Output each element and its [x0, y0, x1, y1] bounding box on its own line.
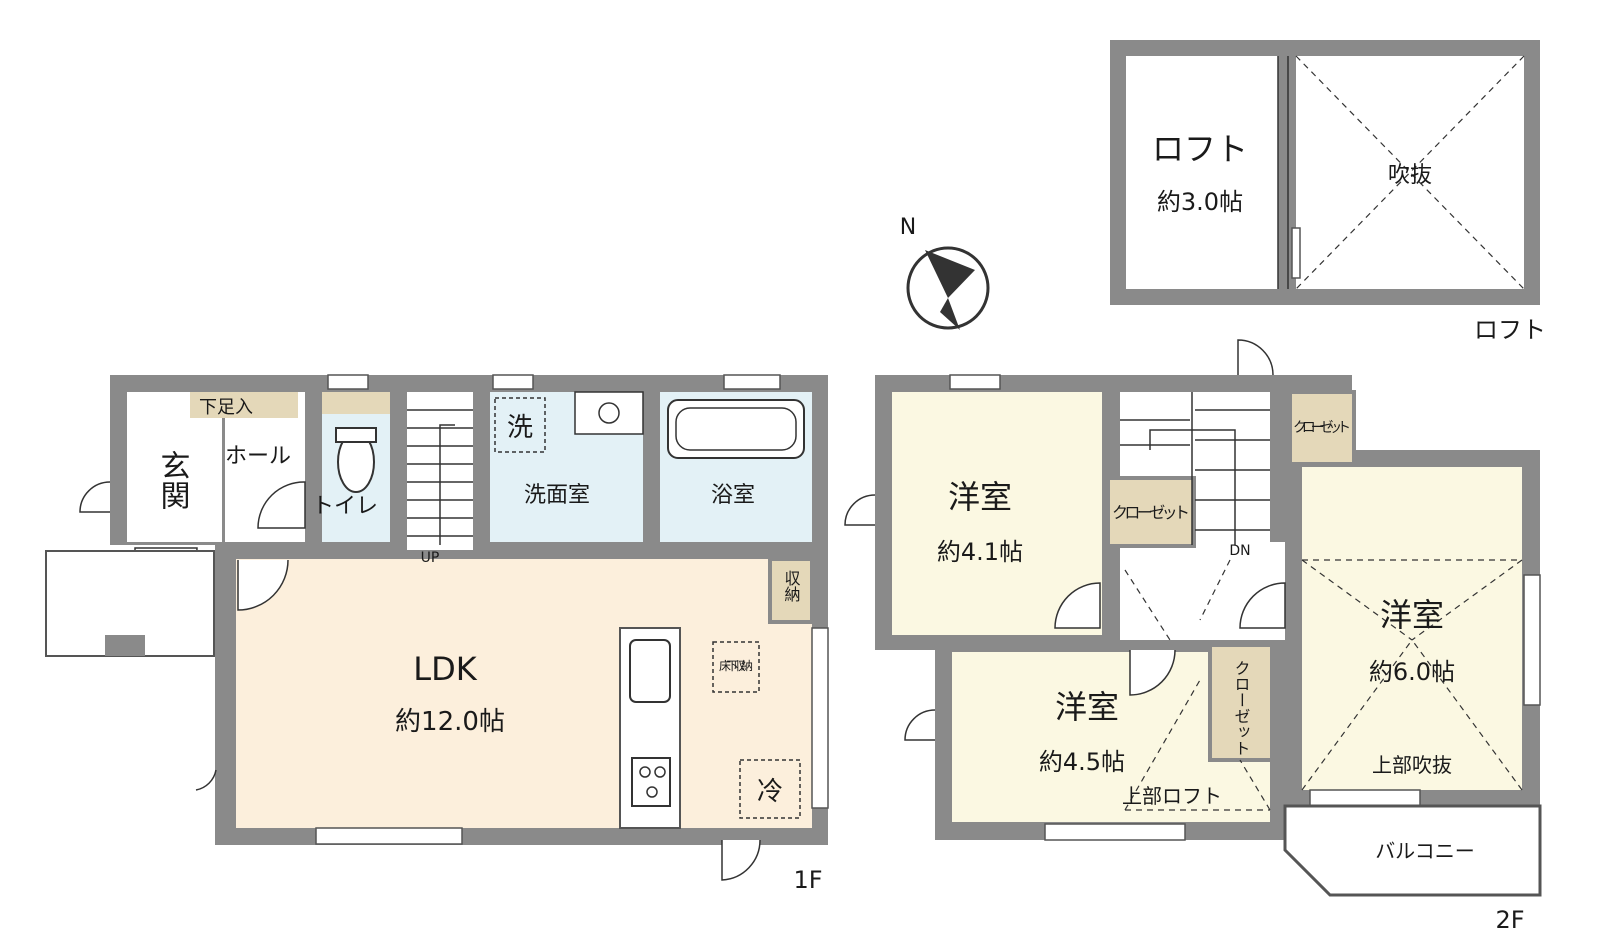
fridge-label: 冷 — [757, 777, 783, 807]
wash-basin — [574, 391, 644, 435]
underfloor-storage-box — [712, 641, 760, 693]
room-c-area-label: 約4.5帖 — [1039, 748, 1125, 776]
stairs-1f — [407, 409, 473, 545]
north-compass-icon — [906, 246, 990, 330]
kitchen-sink — [629, 639, 671, 703]
doors-2f — [844, 339, 1286, 741]
underfloor-storage-label: 床下収納 — [719, 659, 753, 673]
room-a-floor — [892, 392, 1102, 635]
balcony — [1283, 804, 1542, 897]
ldk-label: LDK — [413, 650, 477, 688]
balcony-label: バルコニー — [1375, 839, 1475, 863]
closet-top-label: クローゼット — [1293, 420, 1351, 436]
floor-loft — [1110, 40, 1540, 305]
floor-2f — [844, 339, 1542, 897]
bathtub — [667, 399, 805, 459]
closet-top-box — [1288, 390, 1356, 466]
toilet-tank — [322, 392, 390, 414]
room-b-area-label: 約6.0帖 — [1369, 658, 1455, 686]
washer-box — [494, 397, 546, 453]
ldk-storage-label: 収納 — [782, 570, 801, 603]
upper-loft-label: 上部ロフト — [1122, 784, 1222, 808]
toilet-label: トイレ — [312, 494, 378, 519]
room-c-label: 洋室 — [1055, 688, 1119, 726]
floor-1f-label: 1F — [793, 866, 822, 894]
washroom-label: 洗面室 — [524, 483, 590, 508]
floor-1f — [45, 374, 829, 881]
room-b-label: 洋室 — [1380, 596, 1444, 634]
void-floor — [1296, 56, 1524, 289]
closet-c-label: クローゼット — [1232, 660, 1251, 756]
loft-floor — [1126, 56, 1278, 289]
kitchen-stove — [631, 757, 671, 807]
room-b-floor — [1302, 467, 1522, 790]
room-a-area-label: 約4.1帖 — [937, 538, 1023, 566]
washer-label: 洗 — [507, 413, 533, 443]
floor-2f-label: 2F — [1495, 906, 1524, 934]
fridge-box — [739, 759, 801, 819]
shoe-storage-box — [190, 392, 298, 418]
stairs-up-label: UP — [421, 550, 440, 566]
windows-1f — [315, 374, 829, 845]
closet-a-box — [1106, 476, 1196, 548]
hall-label: ホール — [225, 444, 291, 469]
floor-loft-label: ロフト — [1474, 316, 1546, 344]
ldk-floor — [236, 559, 812, 828]
stairs-dn-label: DN — [1229, 543, 1250, 559]
bathroom-label: 浴室 — [711, 483, 755, 508]
loft-label: ロフト — [1152, 130, 1248, 168]
stairs-2f — [1120, 392, 1270, 545]
loft-area-label: 約3.0帖 — [1157, 188, 1243, 216]
room-a-label: 洋室 — [948, 478, 1012, 516]
void-label: 吹抜 — [1388, 163, 1432, 188]
entrance-label: 玄関 — [155, 450, 190, 510]
ldk-area-label: 約12.0帖 — [395, 707, 505, 737]
closet-c-box — [1208, 643, 1274, 762]
wall-ldk-left — [216, 545, 236, 845]
north-label: N — [900, 215, 916, 240]
shoe-storage-label: 下足入 — [199, 397, 253, 418]
ldk-storage — [768, 557, 814, 624]
closet-a-label: クローゼット — [1112, 503, 1190, 522]
upper-void-label: 上部吹抜 — [1372, 753, 1452, 777]
